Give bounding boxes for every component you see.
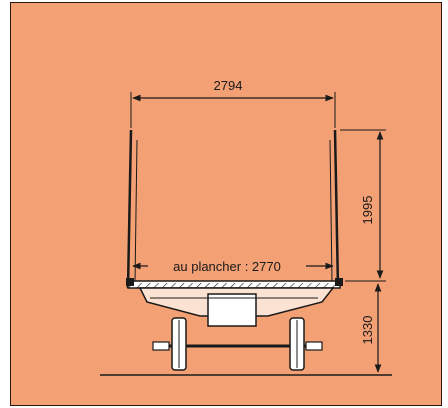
drawing-panel xyxy=(10,2,442,406)
floor-width-label: au plancher : 2770 xyxy=(173,259,281,274)
wheelset xyxy=(152,317,323,371)
wagon-floor xyxy=(126,278,343,289)
side-walls xyxy=(126,129,340,289)
top-width-dimension xyxy=(130,92,336,128)
wall-height-dimension xyxy=(340,129,386,282)
top-width-label: 2794 xyxy=(214,78,243,93)
floor-width-dimension xyxy=(132,257,334,274)
floor-height-label: 1330 xyxy=(360,316,375,345)
wall-height-label: 1995 xyxy=(360,196,375,225)
wagon-underframe xyxy=(138,287,335,327)
